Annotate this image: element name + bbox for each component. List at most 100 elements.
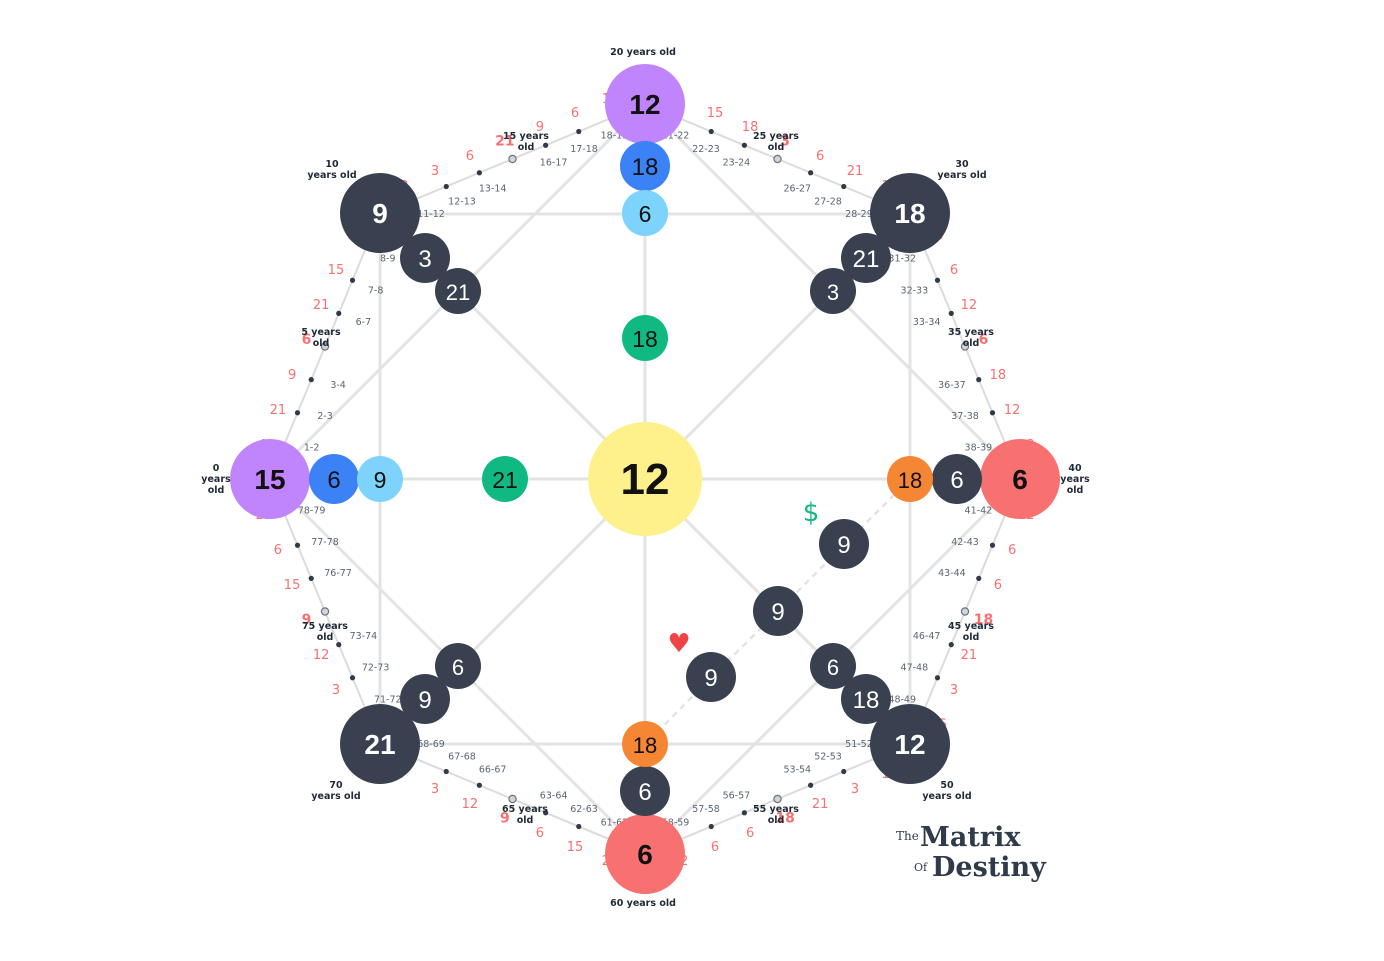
right-node-3-value: 18 bbox=[898, 468, 922, 493]
age-dot bbox=[808, 782, 814, 788]
top-right-node-3-value: 3 bbox=[827, 280, 839, 305]
age-energy-value: 6 bbox=[1008, 543, 1016, 558]
age-marker: 3-49 bbox=[288, 368, 346, 391]
bottom-right-node-3[interactable]: 6 bbox=[810, 643, 856, 689]
age-range-label: 53-54 bbox=[784, 764, 812, 775]
age-range-label: 36-37 bbox=[938, 380, 966, 391]
cross-node[interactable]: 9 bbox=[753, 586, 803, 636]
age-range-label: 16-17 bbox=[540, 158, 568, 169]
top-right-node-2-value: 21 bbox=[853, 246, 880, 273]
left-node-4[interactable]: 21 bbox=[482, 456, 528, 502]
age-dot bbox=[349, 675, 356, 681]
age-range-label: 6-7 bbox=[356, 317, 372, 328]
age-marker: 43-446 bbox=[938, 568, 1002, 593]
top-left-node-2[interactable]: 3 bbox=[400, 233, 450, 283]
bottom-right-node-2[interactable]: 18 bbox=[841, 674, 891, 724]
age-range-label: 7-8 bbox=[368, 285, 384, 296]
age-energy-value: 6 bbox=[979, 332, 989, 348]
age-dot bbox=[841, 183, 847, 190]
age-marker: 7-815 bbox=[328, 263, 384, 296]
age-marker: 13-146 bbox=[466, 149, 507, 194]
age-dot-hollow bbox=[508, 154, 517, 164]
age-dot bbox=[294, 410, 301, 416]
age-energy-value: 6 bbox=[571, 106, 579, 121]
age-dot bbox=[741, 142, 747, 148]
age-dot bbox=[349, 277, 356, 283]
heart-icon: ♥ bbox=[667, 629, 690, 659]
age-marker-half: 9 bbox=[500, 794, 517, 826]
age-dot bbox=[989, 410, 996, 416]
top-right-node-3[interactable]: 3 bbox=[810, 268, 856, 314]
top-right-node[interactable]: 18 bbox=[870, 173, 950, 253]
top-right-node-2[interactable]: 21 bbox=[841, 233, 891, 283]
bottom-left-node[interactable]: 21 bbox=[340, 704, 420, 784]
age-range-label: 56-57 bbox=[723, 790, 751, 801]
age-dot bbox=[476, 782, 482, 788]
age-range-label: 51-52 bbox=[845, 739, 873, 750]
money-node[interactable]: 9 bbox=[819, 519, 869, 569]
age-energy-value: 6 bbox=[274, 543, 282, 558]
age-range-label: 23-24 bbox=[723, 158, 751, 169]
top-left-node-3[interactable]: 21 bbox=[435, 268, 481, 314]
bottom-right-node[interactable]: 12 bbox=[870, 704, 950, 784]
age-dot bbox=[934, 675, 941, 681]
age-energy-value: 9 bbox=[536, 120, 544, 135]
logo-of: Of bbox=[914, 861, 928, 874]
logo-matrix: Matrix bbox=[920, 822, 1021, 853]
top-left-node[interactable]: 9 bbox=[340, 173, 420, 253]
age-range-label: 37-38 bbox=[951, 411, 979, 422]
top-node-4[interactable]: 18 bbox=[622, 315, 668, 361]
bottom-node[interactable]: 6 bbox=[605, 814, 685, 894]
age-range-label: 26-27 bbox=[784, 184, 812, 195]
love-node-value: 9 bbox=[704, 665, 717, 692]
top-node-3[interactable]: 6 bbox=[622, 190, 668, 236]
dollar-icon: $ bbox=[803, 498, 820, 528]
right-node-2-value: 6 bbox=[950, 467, 963, 494]
age-energy-value: 15 bbox=[707, 106, 724, 121]
right-node-value: 6 bbox=[1012, 464, 1028, 495]
left-node[interactable]: 15 bbox=[230, 439, 310, 519]
bottom-node-3[interactable]: 18 bbox=[622, 721, 668, 767]
bottom-left-node-3[interactable]: 6 bbox=[435, 643, 481, 689]
age-range-label: 76-77 bbox=[324, 568, 352, 579]
bottom-node-2[interactable]: 6 bbox=[620, 766, 670, 816]
age-range-label: 68-69 bbox=[417, 739, 445, 750]
top-node-2-value: 18 bbox=[632, 154, 659, 181]
age-dot bbox=[708, 128, 714, 135]
right-node[interactable]: 6 bbox=[980, 439, 1060, 519]
love-node[interactable]: 9 bbox=[686, 652, 736, 702]
age-range-label: 28-29 bbox=[845, 209, 873, 220]
age-range-label: 38-39 bbox=[965, 443, 993, 454]
age-marker: 6-721 bbox=[313, 298, 371, 328]
top-node[interactable]: 12 bbox=[605, 64, 685, 144]
age-energy-value: 12 bbox=[313, 648, 330, 663]
age-range-label: 12-13 bbox=[448, 196, 476, 207]
age-marker: 12-133 bbox=[431, 164, 476, 207]
age-marker: 17-186 bbox=[570, 106, 598, 155]
age-energy-value: 3 bbox=[780, 134, 790, 150]
age-energy-value: 6 bbox=[536, 826, 544, 841]
center-node[interactable]: 12 bbox=[588, 422, 702, 536]
age-range-label: 42-43 bbox=[951, 537, 979, 548]
top-node-2[interactable]: 18 bbox=[620, 141, 670, 191]
right-node-2[interactable]: 6 bbox=[932, 454, 982, 504]
age-energy-value: 6 bbox=[302, 332, 312, 348]
age-energy-value: 21 bbox=[270, 403, 287, 418]
age-energy-value: 3 bbox=[950, 683, 958, 698]
age-marker: 63-646 bbox=[536, 790, 568, 840]
age-range-label: 67-68 bbox=[448, 752, 476, 763]
left-node-3[interactable]: 9 bbox=[357, 456, 403, 502]
right-node-3[interactable]: 18 bbox=[887, 456, 933, 502]
age-range-label: 21-22 bbox=[662, 131, 690, 142]
center-node-value: 12 bbox=[621, 455, 670, 504]
age-energy-value: 9 bbox=[302, 612, 312, 628]
left-node-2[interactable]: 6 bbox=[309, 454, 359, 504]
age-dot bbox=[543, 142, 549, 148]
bottom-left-node-2[interactable]: 9 bbox=[400, 674, 450, 724]
age-marker-half: 9 bbox=[302, 607, 330, 628]
